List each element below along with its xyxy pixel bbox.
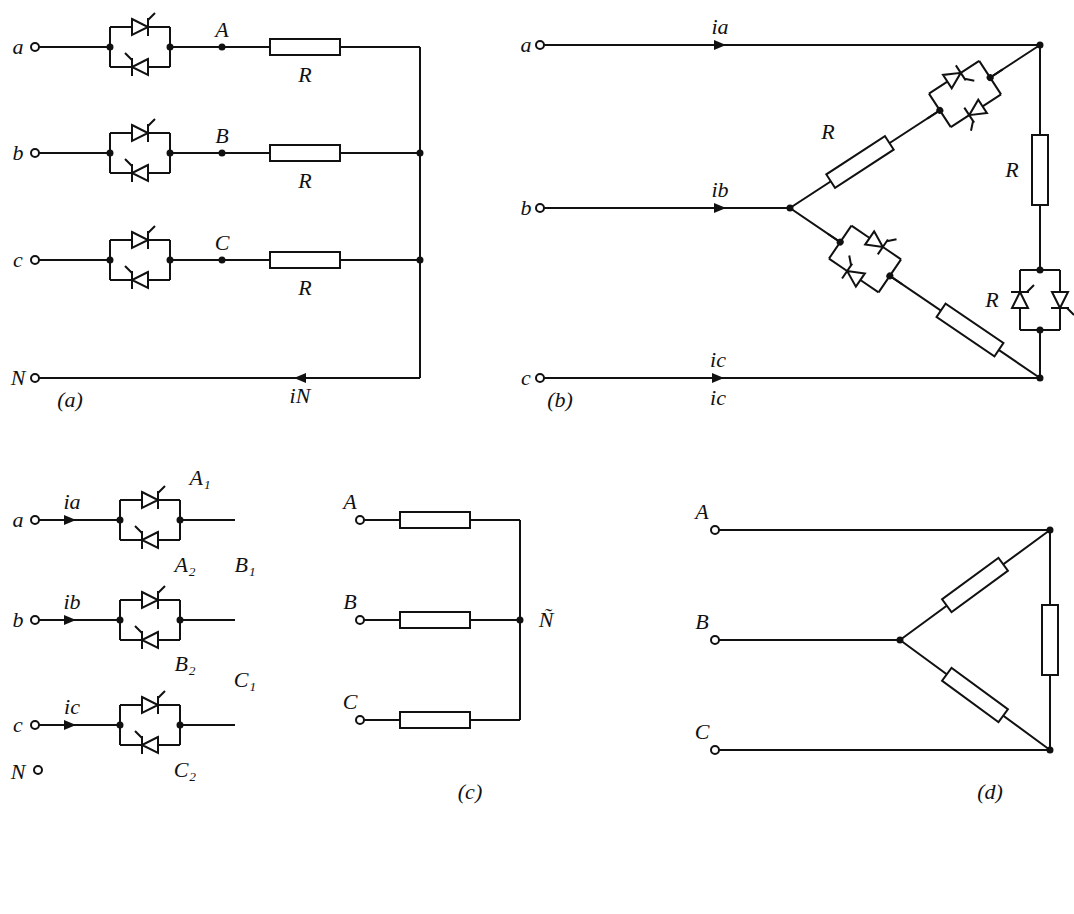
circuit-label: Ñ bbox=[539, 609, 554, 631]
circuit-label: ia bbox=[63, 491, 80, 513]
circuit-label: ia bbox=[711, 16, 728, 38]
circuit-label: c bbox=[13, 249, 23, 271]
circuit-label: ic bbox=[710, 387, 726, 409]
circuit-label: b bbox=[13, 142, 24, 164]
circuit-label: A bbox=[215, 19, 228, 41]
circuit-label: N bbox=[11, 761, 26, 783]
circuit-label: (d) bbox=[977, 781, 1003, 803]
circuit-label: C₂ bbox=[174, 759, 196, 781]
circuit-label: C bbox=[215, 232, 230, 254]
circuit-label: b bbox=[521, 197, 532, 219]
circuit-label: R bbox=[1005, 159, 1018, 181]
circuit-label: B₂ bbox=[174, 653, 195, 675]
circuit-label: ib bbox=[63, 591, 80, 613]
circuit-label: (c) bbox=[458, 781, 482, 803]
circuit-label: (a) bbox=[57, 389, 83, 411]
circuit-label: B bbox=[343, 591, 356, 613]
circuit-label: R bbox=[298, 277, 311, 299]
circuit-label: N bbox=[11, 367, 26, 389]
circuit-label: ib bbox=[711, 179, 728, 201]
circuit-label: C bbox=[695, 721, 710, 743]
panel-a-wiring bbox=[31, 13, 423, 383]
circuit-label: a bbox=[13, 509, 24, 531]
circuit-label: c bbox=[13, 714, 23, 736]
circuit-label: A bbox=[695, 501, 708, 523]
panel-d-wiring bbox=[711, 526, 1058, 754]
circuit-label: A bbox=[343, 491, 356, 513]
circuit-label: b bbox=[13, 609, 24, 631]
circuit-label: ic bbox=[710, 349, 726, 371]
circuit-label: A₁ bbox=[189, 467, 210, 489]
circuit-label: B bbox=[215, 125, 228, 147]
circuit-label: a bbox=[13, 36, 24, 58]
circuit-label: ic bbox=[64, 696, 80, 718]
circuit-label: R bbox=[298, 170, 311, 192]
panel-b-wiring bbox=[536, 40, 1074, 383]
circuit-label: B₁ bbox=[234, 554, 255, 576]
circuit-label: iN bbox=[290, 385, 311, 407]
circuit-label: A₂ bbox=[174, 554, 195, 576]
circuit-label: R bbox=[985, 289, 998, 311]
circuit-label: (b) bbox=[547, 389, 573, 411]
circuit-label: R bbox=[298, 64, 311, 86]
panel-c-wiring bbox=[31, 486, 523, 774]
circuit-label: a bbox=[521, 34, 532, 56]
circuit-label: B bbox=[695, 611, 708, 633]
circuit-label: C bbox=[343, 691, 358, 713]
circuit-label: C₁ bbox=[234, 669, 256, 691]
circuit-label: R bbox=[821, 121, 834, 143]
circuit-label: c bbox=[521, 367, 531, 389]
